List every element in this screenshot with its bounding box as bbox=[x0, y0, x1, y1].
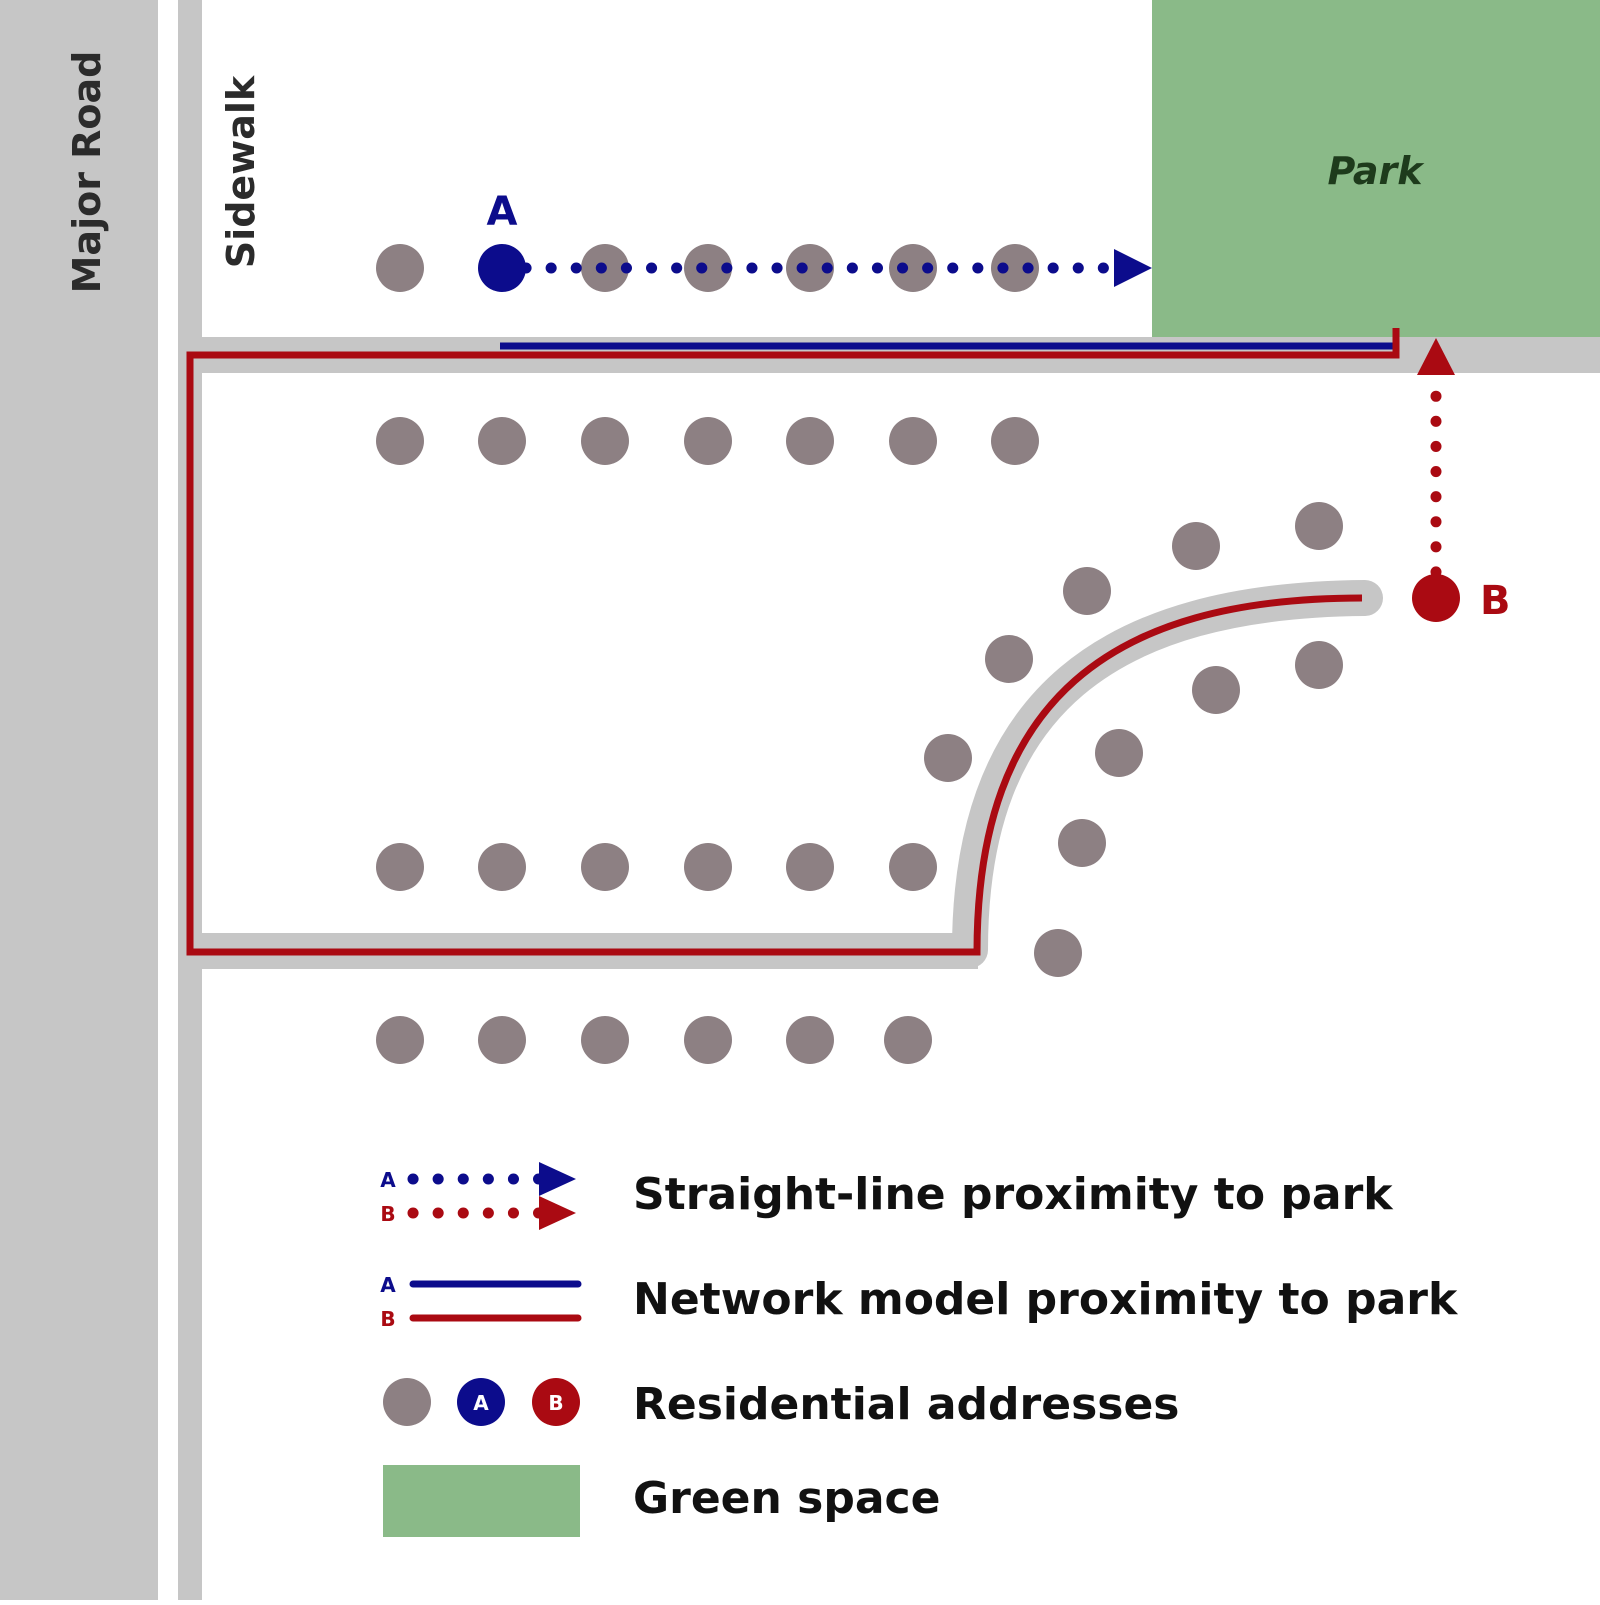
address-dot bbox=[786, 1016, 834, 1064]
park-area bbox=[1152, 0, 1600, 337]
address-dot bbox=[376, 1016, 424, 1064]
legend-green-swatch bbox=[383, 1465, 580, 1537]
legend-address-dot bbox=[383, 1378, 431, 1426]
address-dot bbox=[1095, 729, 1143, 777]
address-dot bbox=[684, 843, 732, 891]
straight-line-a-arrowhead bbox=[1114, 249, 1152, 287]
point-b-label: B bbox=[1480, 578, 1511, 624]
address-dot bbox=[889, 417, 937, 465]
address-dot bbox=[376, 244, 424, 292]
address-dot bbox=[991, 244, 1039, 292]
major-road-label: Major Road bbox=[65, 51, 109, 294]
crossing-gap-bottom bbox=[158, 933, 178, 969]
address-dot bbox=[786, 417, 834, 465]
address-dot bbox=[985, 635, 1033, 683]
address-dot bbox=[1295, 502, 1343, 550]
address-dot bbox=[786, 244, 834, 292]
legend-point-a-letter: A bbox=[473, 1391, 489, 1415]
address-dot bbox=[991, 417, 1039, 465]
legend-residential-label: Residential addresses bbox=[633, 1379, 1180, 1430]
address-dot bbox=[1172, 522, 1220, 570]
address-dot bbox=[1034, 929, 1082, 977]
legend-straight-a-arrow bbox=[539, 1162, 576, 1196]
address-dot bbox=[581, 1016, 629, 1064]
legend-tag-b: B bbox=[380, 1307, 395, 1331]
address-dot bbox=[684, 244, 732, 292]
crossing-gap-top bbox=[158, 337, 178, 373]
legend-point-b-dot bbox=[532, 1378, 580, 1426]
legend-network-label: Network model proximity to park bbox=[633, 1274, 1459, 1325]
sidewalk-label: Sidewalk bbox=[219, 75, 263, 268]
address-dot bbox=[1192, 666, 1240, 714]
point-a-marker bbox=[478, 244, 526, 292]
address-dot bbox=[684, 1016, 732, 1064]
point-a-label: A bbox=[487, 189, 518, 235]
point-b-marker bbox=[1412, 574, 1460, 622]
address-dot bbox=[376, 417, 424, 465]
legend-straight-line-label: Straight-line proximity to park bbox=[633, 1169, 1394, 1220]
address-dot bbox=[889, 244, 937, 292]
legend-green-space-label: Green space bbox=[633, 1473, 940, 1524]
legend-tag-a: A bbox=[380, 1273, 396, 1297]
address-dot bbox=[478, 843, 526, 891]
address-dot bbox=[1058, 819, 1106, 867]
address-dot bbox=[1063, 567, 1111, 615]
address-dot bbox=[924, 734, 972, 782]
address-dot bbox=[478, 417, 526, 465]
park-label: Park bbox=[1327, 149, 1425, 193]
legend-point-b-letter: B bbox=[548, 1391, 563, 1415]
network-route-b bbox=[186, 328, 1400, 956]
address-dot bbox=[581, 417, 629, 465]
legend-tag-a: A bbox=[380, 1168, 396, 1192]
legend-point-a-dot bbox=[457, 1378, 505, 1426]
address-dot bbox=[478, 1016, 526, 1064]
address-dot bbox=[884, 1016, 932, 1064]
straight-line-b-arrowhead bbox=[1417, 338, 1455, 375]
address-dot bbox=[684, 417, 732, 465]
legend-straight-b-arrow bbox=[539, 1196, 576, 1230]
address-dot bbox=[376, 843, 424, 891]
address-dot bbox=[786, 843, 834, 891]
legend: A B Straight-line proximity to park A B … bbox=[380, 1162, 1459, 1537]
address-dot bbox=[581, 843, 629, 891]
legend-tag-b: B bbox=[380, 1202, 395, 1226]
major-road bbox=[0, 0, 158, 1600]
address-dot bbox=[1295, 641, 1343, 689]
address-dot bbox=[889, 843, 937, 891]
residential-addresses bbox=[376, 244, 1343, 1064]
